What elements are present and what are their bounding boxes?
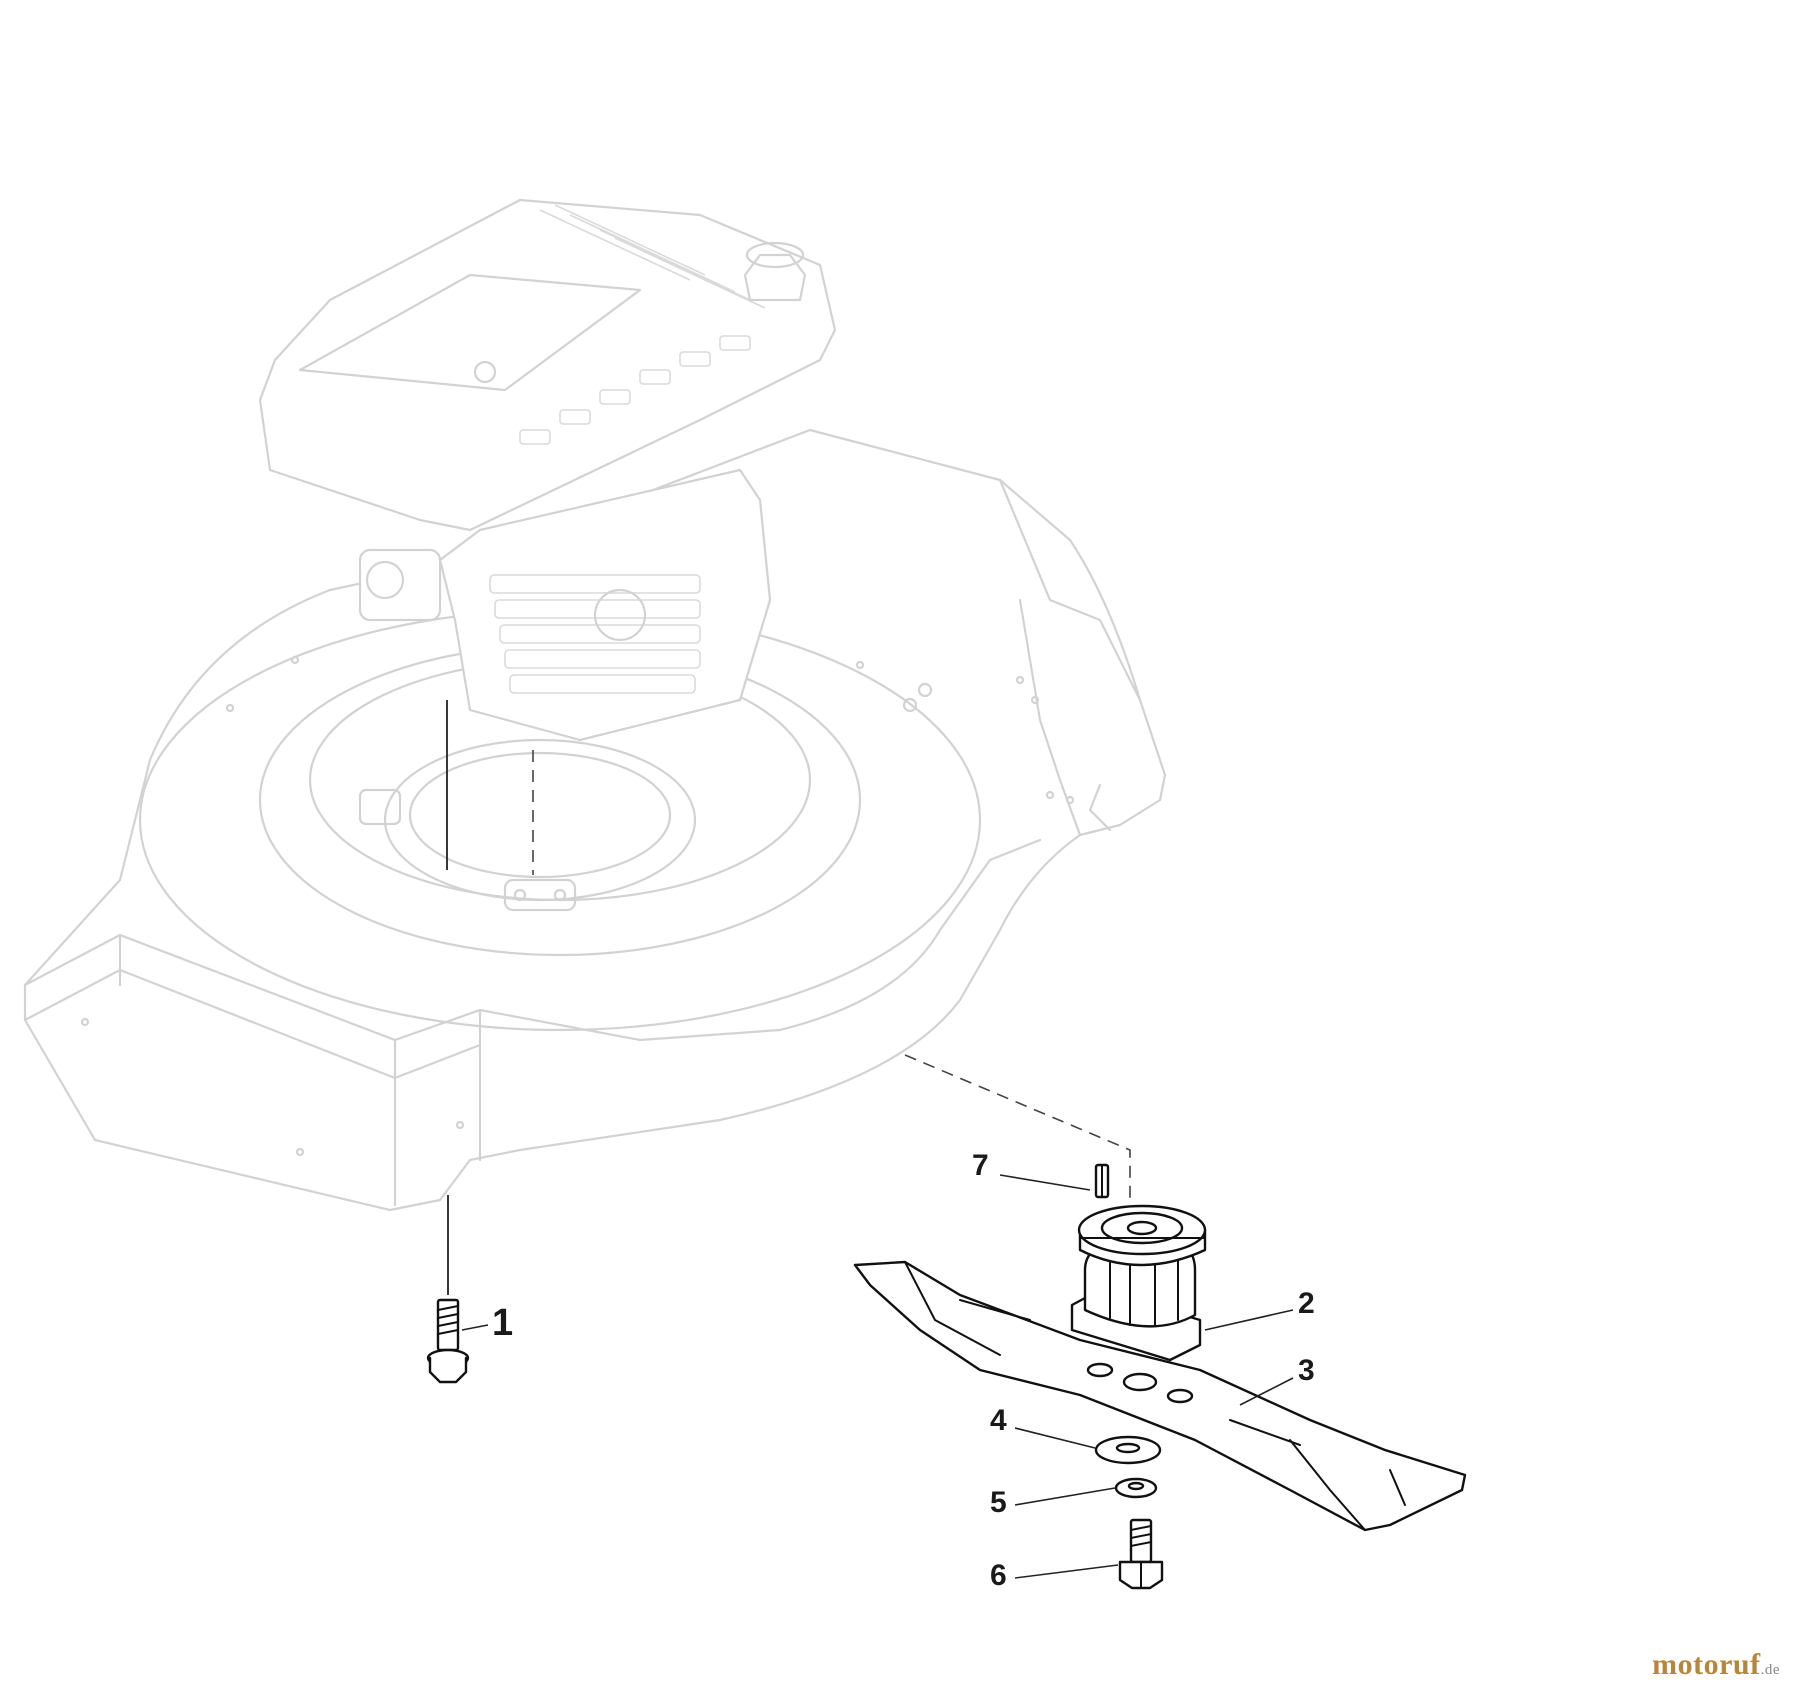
leader-lines: [461, 1174, 1294, 1579]
part-5-lock-washer: [1114, 1477, 1158, 1499]
callout-3: 3: [1298, 1354, 1315, 1387]
part-4-washer: [1094, 1435, 1162, 1465]
callout-2: 2: [1298, 1287, 1315, 1320]
callout-1: 1: [492, 1302, 513, 1344]
part-3-blade: [853, 1260, 1467, 1532]
callout-6: 6: [990, 1559, 1007, 1592]
engine-ghost: [258, 198, 837, 742]
callout-7: 7: [972, 1149, 989, 1182]
watermark-brand: motoruf: [1652, 1648, 1761, 1681]
callout-4: 4: [990, 1404, 1007, 1437]
callout-5: 5: [990, 1486, 1007, 1519]
part-2-blade-hub: [1070, 1204, 1207, 1362]
callout-labels: 1 2 3 4 5 6 7: [492, 1149, 1315, 1592]
watermark-logo: motoruf.de: [1652, 1648, 1780, 1682]
part-1-bolt: [426, 1298, 470, 1384]
part-7-key: [1094, 1163, 1110, 1199]
part-6-blade-bolt: [1118, 1518, 1164, 1590]
assembly-axes: [446, 700, 1131, 1295]
watermark-suffix: .de: [1760, 1662, 1780, 1678]
